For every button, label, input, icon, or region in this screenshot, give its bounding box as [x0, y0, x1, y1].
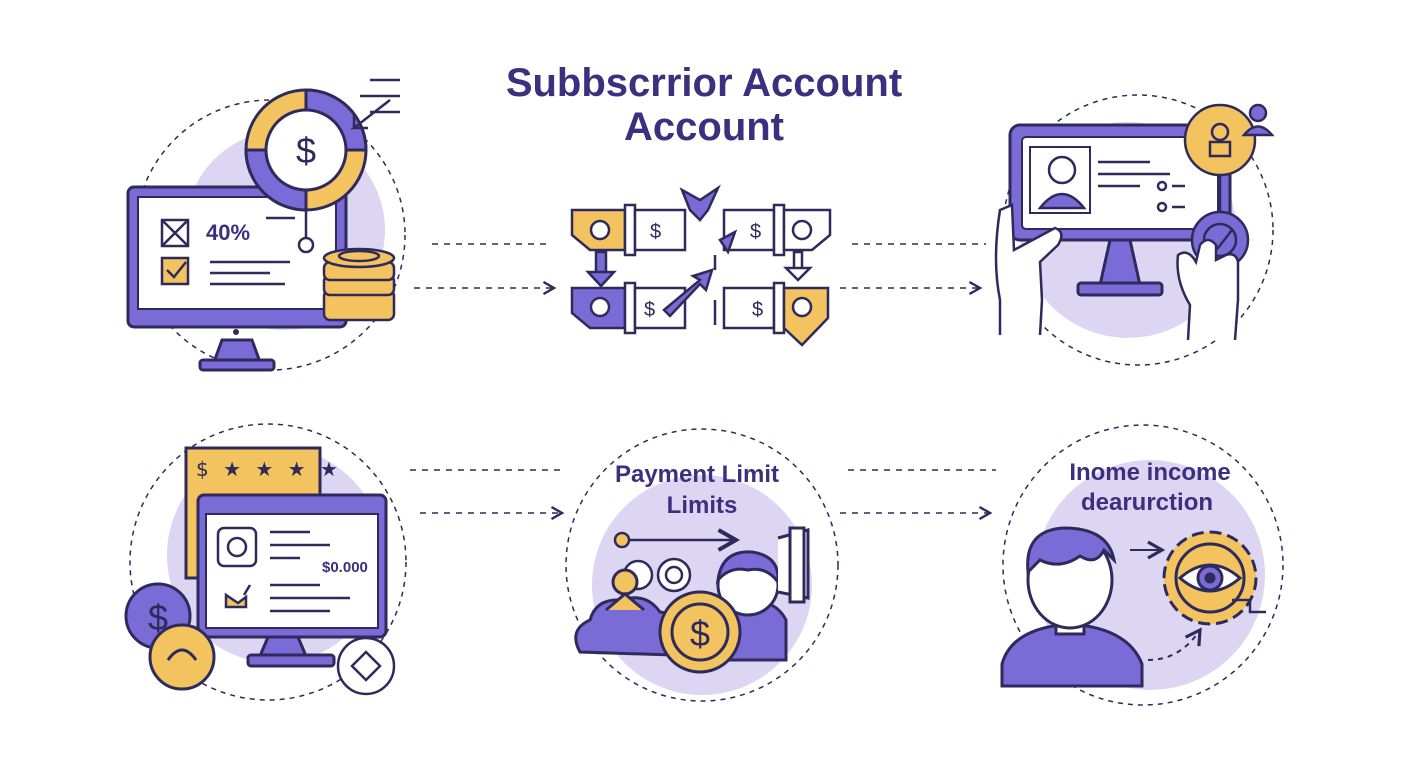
dollar-icon: $ — [296, 130, 316, 171]
percent-label: 40% — [206, 220, 250, 245]
panel-budget-monitor: 40% $ — [126, 78, 406, 372]
motion-lines-icon — [350, 78, 400, 130]
slider-icon — [613, 528, 741, 552]
panel-transfer: $ $ $ $ — [570, 184, 832, 347]
arrow-icon — [1130, 540, 1202, 661]
amount-label: $0.000 — [322, 559, 368, 576]
transfer-tag-icon: $ — [570, 281, 687, 335]
hand-icon — [994, 203, 1240, 341]
panel-income: Inome income dearurction — [1000, 424, 1284, 706]
pie-chart-icon: $ — [244, 88, 368, 254]
svg-text:$: $ — [650, 221, 661, 243]
connector-row2-left — [410, 469, 565, 521]
svg-text:$: $ — [752, 299, 763, 321]
checkbox-checked-icon — [160, 256, 190, 286]
diamond-icon — [336, 636, 396, 696]
panel-profile — [994, 94, 1275, 366]
transfer-tag-icon: $ — [570, 203, 687, 257]
connector-row1-left — [414, 243, 557, 296]
monitor-icon: 40% — [126, 185, 348, 372]
diagram-title-line1: Subbscrrior Account — [505, 61, 903, 105]
envelope-check-icon — [224, 584, 252, 609]
diagram-title-line2: Account — [624, 105, 784, 149]
transfer-tag-icon: $ — [722, 281, 830, 347]
person-icon — [1000, 526, 1144, 688]
svg-text:$: $ — [750, 221, 761, 243]
svg-text:$: $ — [148, 597, 168, 638]
income-label-line2: dearurction — [1081, 489, 1213, 516]
star-icon: $ ★ ★ ★ ★ — [196, 457, 342, 481]
arrow-icon — [585, 184, 814, 325]
user-badge-icon — [1183, 103, 1275, 215]
coin-stack-icon — [322, 247, 396, 322]
income-label-line1: Inome income — [1069, 459, 1230, 486]
panel-rating: $ ★ ★ ★ ★ $0.000 $ — [124, 423, 407, 701]
connector-row2-right — [840, 469, 996, 521]
transfer-tag-icon: $ — [722, 203, 832, 257]
gear-eye-icon — [1162, 530, 1266, 626]
payment-limit-label-line1: Payment Limit — [615, 461, 779, 488]
connector-row1-right — [840, 243, 986, 296]
camera-icon — [216, 526, 258, 568]
dollar-coin-icon: $ — [124, 582, 216, 691]
panel-payment-limits: Payment Limit Limits $ — [565, 428, 839, 702]
text-lines — [270, 530, 350, 613]
svg-text:$: $ — [644, 299, 655, 321]
dollar-coin-icon: $ — [658, 590, 742, 674]
svg-text:$: $ — [690, 613, 710, 654]
payment-limit-label-line2: Limits — [667, 492, 738, 519]
user-profile-icon — [1029, 146, 1185, 214]
